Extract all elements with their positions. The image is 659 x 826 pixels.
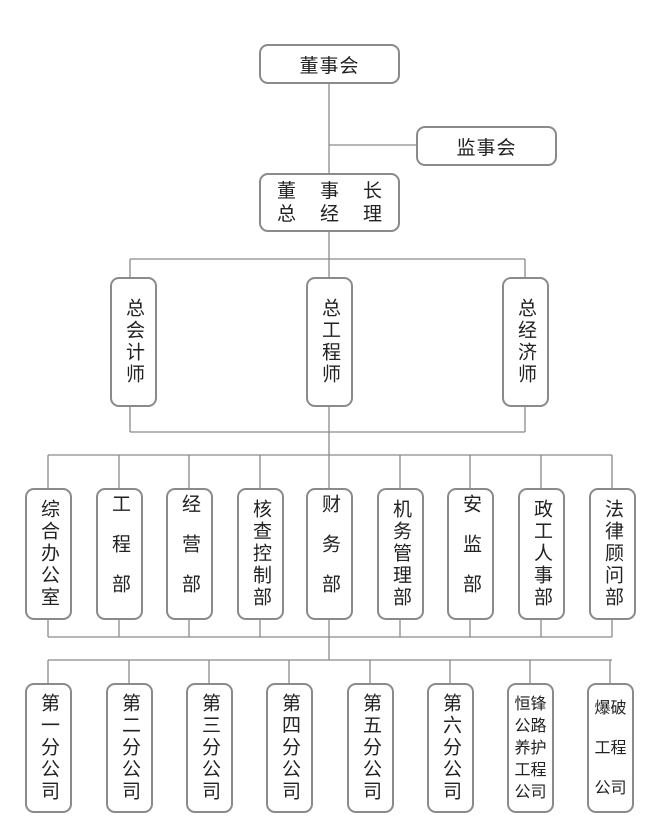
branch-5-label: 第五分公司 (360, 693, 382, 803)
machinery-dept-box: 机务管理部 (377, 488, 424, 620)
general-manager-label: 总 经 理 (276, 202, 392, 225)
audit-control-dept-label: 核查控制部 (250, 499, 272, 609)
safety-dept-box: 安监部 (447, 488, 494, 620)
blasting-row-3: 公司 (594, 778, 627, 797)
board-of-directors-box: 董事会 (259, 44, 400, 84)
branch-4-box: 第四分公司 (266, 683, 313, 813)
general-office-label: 综合办公室 (38, 499, 60, 609)
hr-dept-label: 政工人事部 (531, 499, 553, 609)
hengfeng-road-maintenance-box: 恒锋 公路 养护 工程 公司 (507, 683, 554, 813)
hengfeng-row-1: 恒锋 (514, 694, 547, 713)
chief-engineer-label: 总工程师 (319, 298, 341, 386)
legal-dept-label: 法律顾问部 (602, 499, 624, 609)
legal-dept-box: 法律顾问部 (589, 488, 636, 620)
safety-dept-label: 安监部 (460, 494, 482, 614)
chairman-gm-box: 董 事 长 总 经 理 (259, 173, 400, 232)
branch-6-box: 第六分公司 (427, 683, 474, 813)
chief-economist-label: 总经济师 (515, 298, 537, 386)
finance-dept-label: 财务部 (319, 494, 341, 614)
engineering-dept-label: 工程部 (109, 494, 131, 614)
branch-4-label: 第四分公司 (279, 693, 301, 803)
chairman-label: 董 事 长 (276, 179, 392, 202)
branch-6-label: 第六分公司 (440, 693, 462, 803)
operations-dept-box: 经营部 (166, 488, 213, 620)
operations-dept-label: 经营部 (179, 494, 201, 614)
audit-control-dept-box: 核查控制部 (237, 488, 284, 620)
board-label: 董事会 (299, 54, 360, 77)
branch-3-box: 第三分公司 (186, 683, 233, 813)
branch-1-box: 第一分公司 (25, 683, 72, 813)
supervisory-board-label: 监事会 (456, 136, 517, 159)
blasting-row-1: 爆破 (594, 698, 627, 717)
engineering-dept-box: 工程部 (96, 488, 143, 620)
hengfeng-row-5: 公司 (514, 782, 547, 801)
branch-5-box: 第五分公司 (347, 683, 394, 813)
chief-accountant-label: 总会计师 (123, 298, 145, 386)
supervisory-board-box: 监事会 (416, 126, 557, 166)
blasting-row-2: 工程 (594, 738, 627, 757)
machinery-dept-label: 机务管理部 (390, 499, 412, 609)
branch-3-label: 第三分公司 (199, 693, 221, 803)
branch-2-box: 第二分公司 (106, 683, 153, 813)
chief-engineer-box: 总工程师 (306, 277, 353, 407)
blasting-engineering-box: 爆破 工程 公司 (587, 683, 634, 813)
hengfeng-row-2: 公路 (514, 716, 547, 735)
general-office-box: 综合办公室 (25, 488, 72, 620)
chief-accountant-box: 总会计师 (110, 277, 157, 407)
branch-1-label: 第一分公司 (38, 693, 60, 803)
branch-2-label: 第二分公司 (119, 693, 141, 803)
hengfeng-row-4: 工程 (514, 760, 547, 779)
hengfeng-row-3: 养护 (514, 738, 547, 757)
finance-dept-box: 财务部 (306, 488, 353, 620)
hr-dept-box: 政工人事部 (518, 488, 565, 620)
chief-economist-box: 总经济师 (502, 277, 549, 407)
